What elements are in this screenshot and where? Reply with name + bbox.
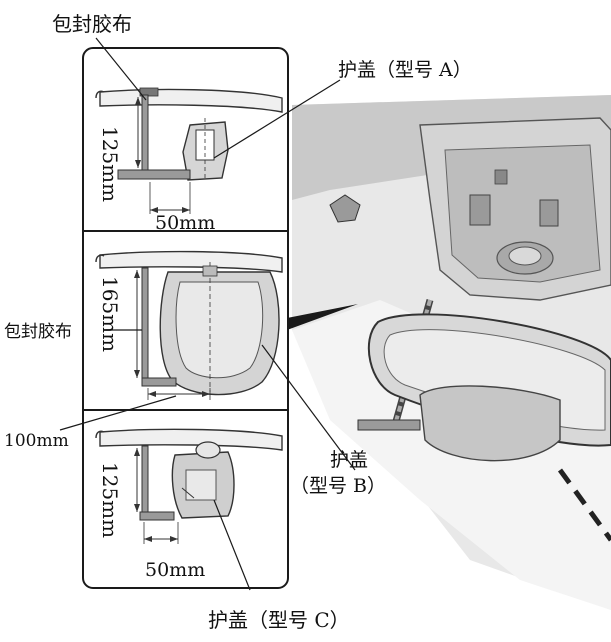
leader-tape-top xyxy=(95,37,147,101)
car-interior-illustration xyxy=(292,95,611,610)
detail-panels xyxy=(82,47,289,589)
callout-pointer xyxy=(287,304,358,330)
mirror-edge-b xyxy=(99,250,283,273)
leader-lines xyxy=(59,37,356,591)
panel-b xyxy=(95,250,283,400)
label-cover-b-2: （型号 B） xyxy=(290,475,386,497)
label-tape-mid: 包封胶布 xyxy=(4,322,72,342)
cover-b-car xyxy=(419,385,561,462)
tape-strip-car xyxy=(357,419,421,431)
label-165mm: 165mm xyxy=(98,276,122,352)
leader-cover-c xyxy=(213,499,251,591)
leader-cover-b xyxy=(261,344,356,471)
panel-a xyxy=(95,87,283,214)
label-100mm: 100mm xyxy=(4,431,69,451)
label-cover-c: 护盖（型号 C） xyxy=(208,608,350,632)
label-cover-b-1: 护盖 xyxy=(330,449,368,471)
label-125mm-bottom: 125mm xyxy=(98,462,122,538)
console-inner xyxy=(444,144,601,283)
label-50mm-bottom: 50mm xyxy=(145,559,205,581)
text-labels: 包封胶布 护盖（型号 A） 125mm 50mm 165mm 包封胶布 100m… xyxy=(4,12,472,632)
leader-100mm xyxy=(59,395,177,431)
leader-cover-a xyxy=(213,79,341,159)
panel-c xyxy=(95,428,283,544)
mirror-edge-c xyxy=(99,428,283,451)
label-cover-a: 护盖（型号 A） xyxy=(338,59,472,81)
label-50mm-top: 50mm xyxy=(155,212,215,234)
label-125mm-top: 125mm xyxy=(98,126,122,202)
label-tape-top: 包封胶布 xyxy=(52,12,132,36)
headliner-clip xyxy=(329,194,361,223)
